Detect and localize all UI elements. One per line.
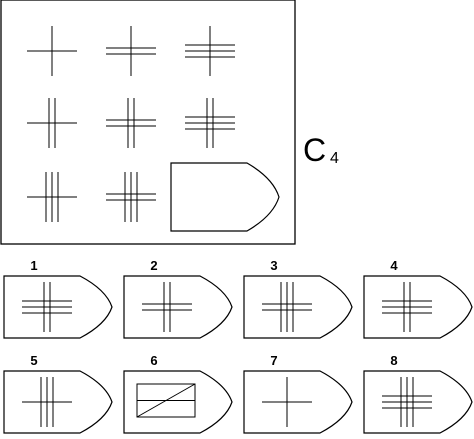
matrix-cell-figure [106,26,156,76]
option-label: 1 [30,258,37,273]
puzzle-code-number: 4 [330,150,339,167]
option-figure [22,377,72,427]
option-label: 4 [390,258,398,273]
matrix-cell-figure [27,172,77,222]
matrix-grid [27,26,280,232]
matrix-cell-figure [106,172,156,222]
option-tile[interactable] [123,370,233,434]
diagonal-line [136,383,196,418]
option-figure [22,282,72,332]
option-label: 3 [270,258,277,273]
answer-option-1[interactable]: 1 [3,258,113,339]
answer-option-2[interactable]: 2 [123,258,233,339]
option-figure [262,377,312,427]
matrix-frame [0,0,296,245]
answer-option-8[interactable]: 8 [363,353,473,434]
option-label: 5 [30,353,37,368]
answer-option-6[interactable]: 6 [123,353,233,434]
boxed-diagonal-figure [136,383,196,418]
missing-cell-tile [170,162,280,232]
option-figure [142,282,192,332]
answer-option-5[interactable]: 5 [3,353,113,434]
option-label: 7 [270,353,277,368]
answer-option-4[interactable]: 4 [363,258,473,339]
matrix-cell-figure [106,98,156,148]
answer-options: 1 2 3 4 5 6 7 8 [3,258,473,434]
matrix-cell-figure [185,26,235,76]
option-tile[interactable] [123,275,233,339]
option-tile[interactable] [243,275,353,339]
option-label: 2 [150,258,157,273]
option-figure [382,282,432,332]
option-label: 6 [150,353,157,368]
option-label: 8 [390,353,397,368]
puzzle-code-letter: C [303,132,326,168]
matrix-cell-figure [185,98,235,148]
answer-option-7[interactable]: 7 [243,353,353,434]
option-figure [262,282,312,332]
matrix-cell-figure [27,26,77,76]
answer-option-3[interactable]: 3 [243,258,353,339]
option-figure [382,377,432,427]
matrix-cell-figure [27,98,77,148]
